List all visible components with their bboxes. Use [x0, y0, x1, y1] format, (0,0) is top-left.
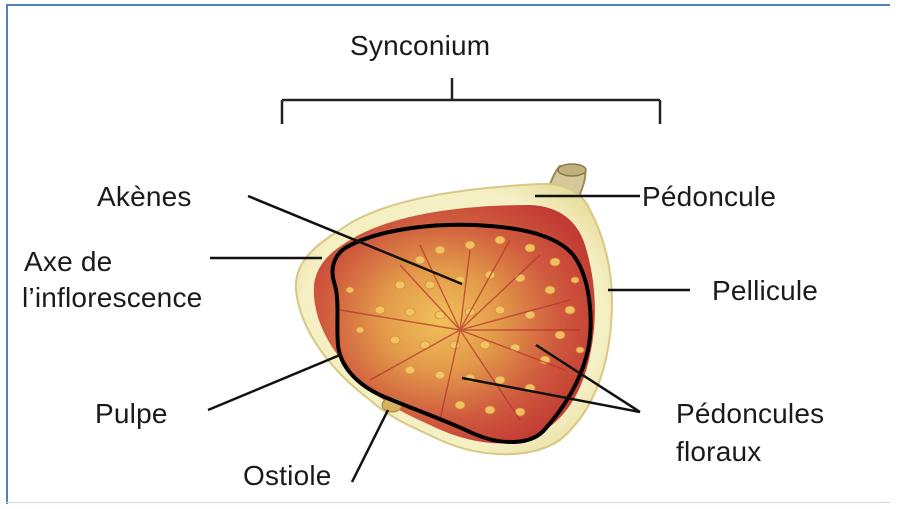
pellicule-label: Pellicule	[712, 275, 818, 307]
leader-ostiole	[352, 410, 388, 482]
axe-label-line1: Axe de	[24, 246, 112, 278]
synconium-label: Synconium	[350, 30, 490, 62]
pulpe-label: Pulpe	[95, 398, 168, 430]
akenes-label: Akènes	[97, 181, 192, 213]
leader-pulpe	[208, 355, 340, 410]
synconium-bracket	[282, 78, 660, 124]
axe-label-line2: l’inflorescence	[22, 282, 202, 314]
pedoncules-label-line1: Pédoncules	[676, 398, 824, 430]
ostiole-label: Ostiole	[243, 460, 332, 492]
pedoncule-label: Pédoncule	[642, 181, 776, 213]
pedoncules-label-line2: floraux	[676, 436, 761, 468]
